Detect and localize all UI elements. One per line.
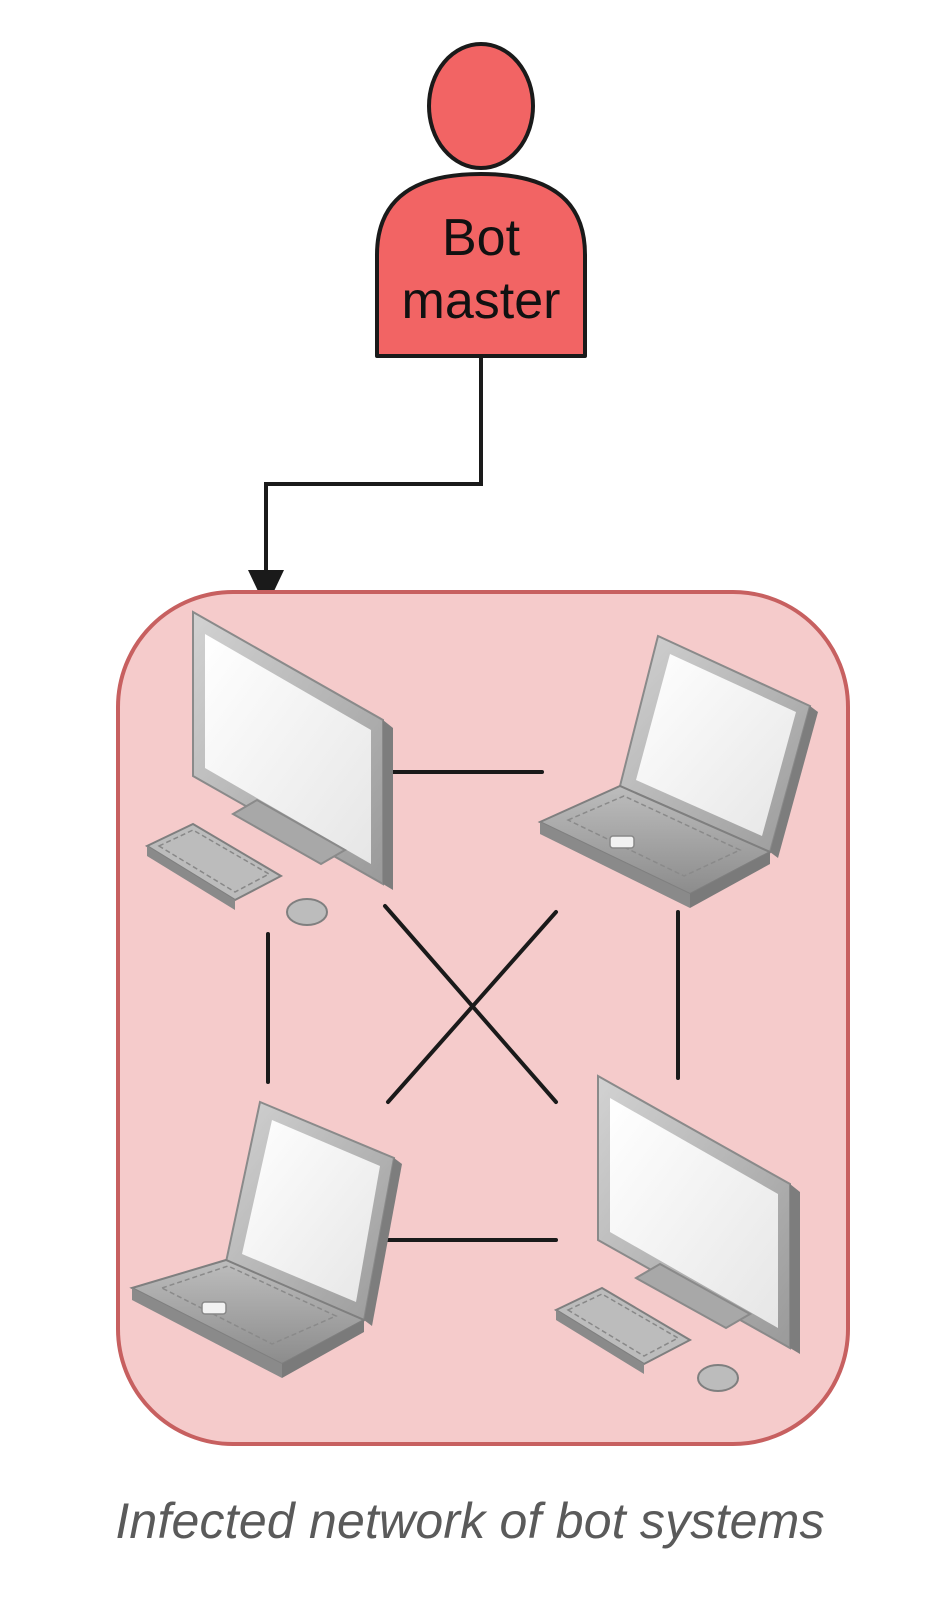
link-diagonal-1 [383,904,558,1104]
bot-master-actor[interactable]: Bot master [375,42,587,358]
connector-arrow [248,356,483,608]
desktop-computer-icon[interactable] [144,610,393,926]
network-caption: Infected network of bot systems [115,1493,825,1549]
arrowhead-icon [248,570,284,608]
actor-label-line1: Bot [442,209,521,267]
actor-head [427,42,535,170]
actor-label-line2: master [402,272,561,330]
actor-body [375,172,587,358]
network-links [266,770,680,1242]
laptop-icon[interactable] [537,634,818,908]
laptop-icon[interactable] [129,1100,402,1378]
link-diagonal-2 [386,910,558,1104]
connector-line [264,356,483,575]
desktop-computer-icon[interactable] [553,1074,800,1392]
